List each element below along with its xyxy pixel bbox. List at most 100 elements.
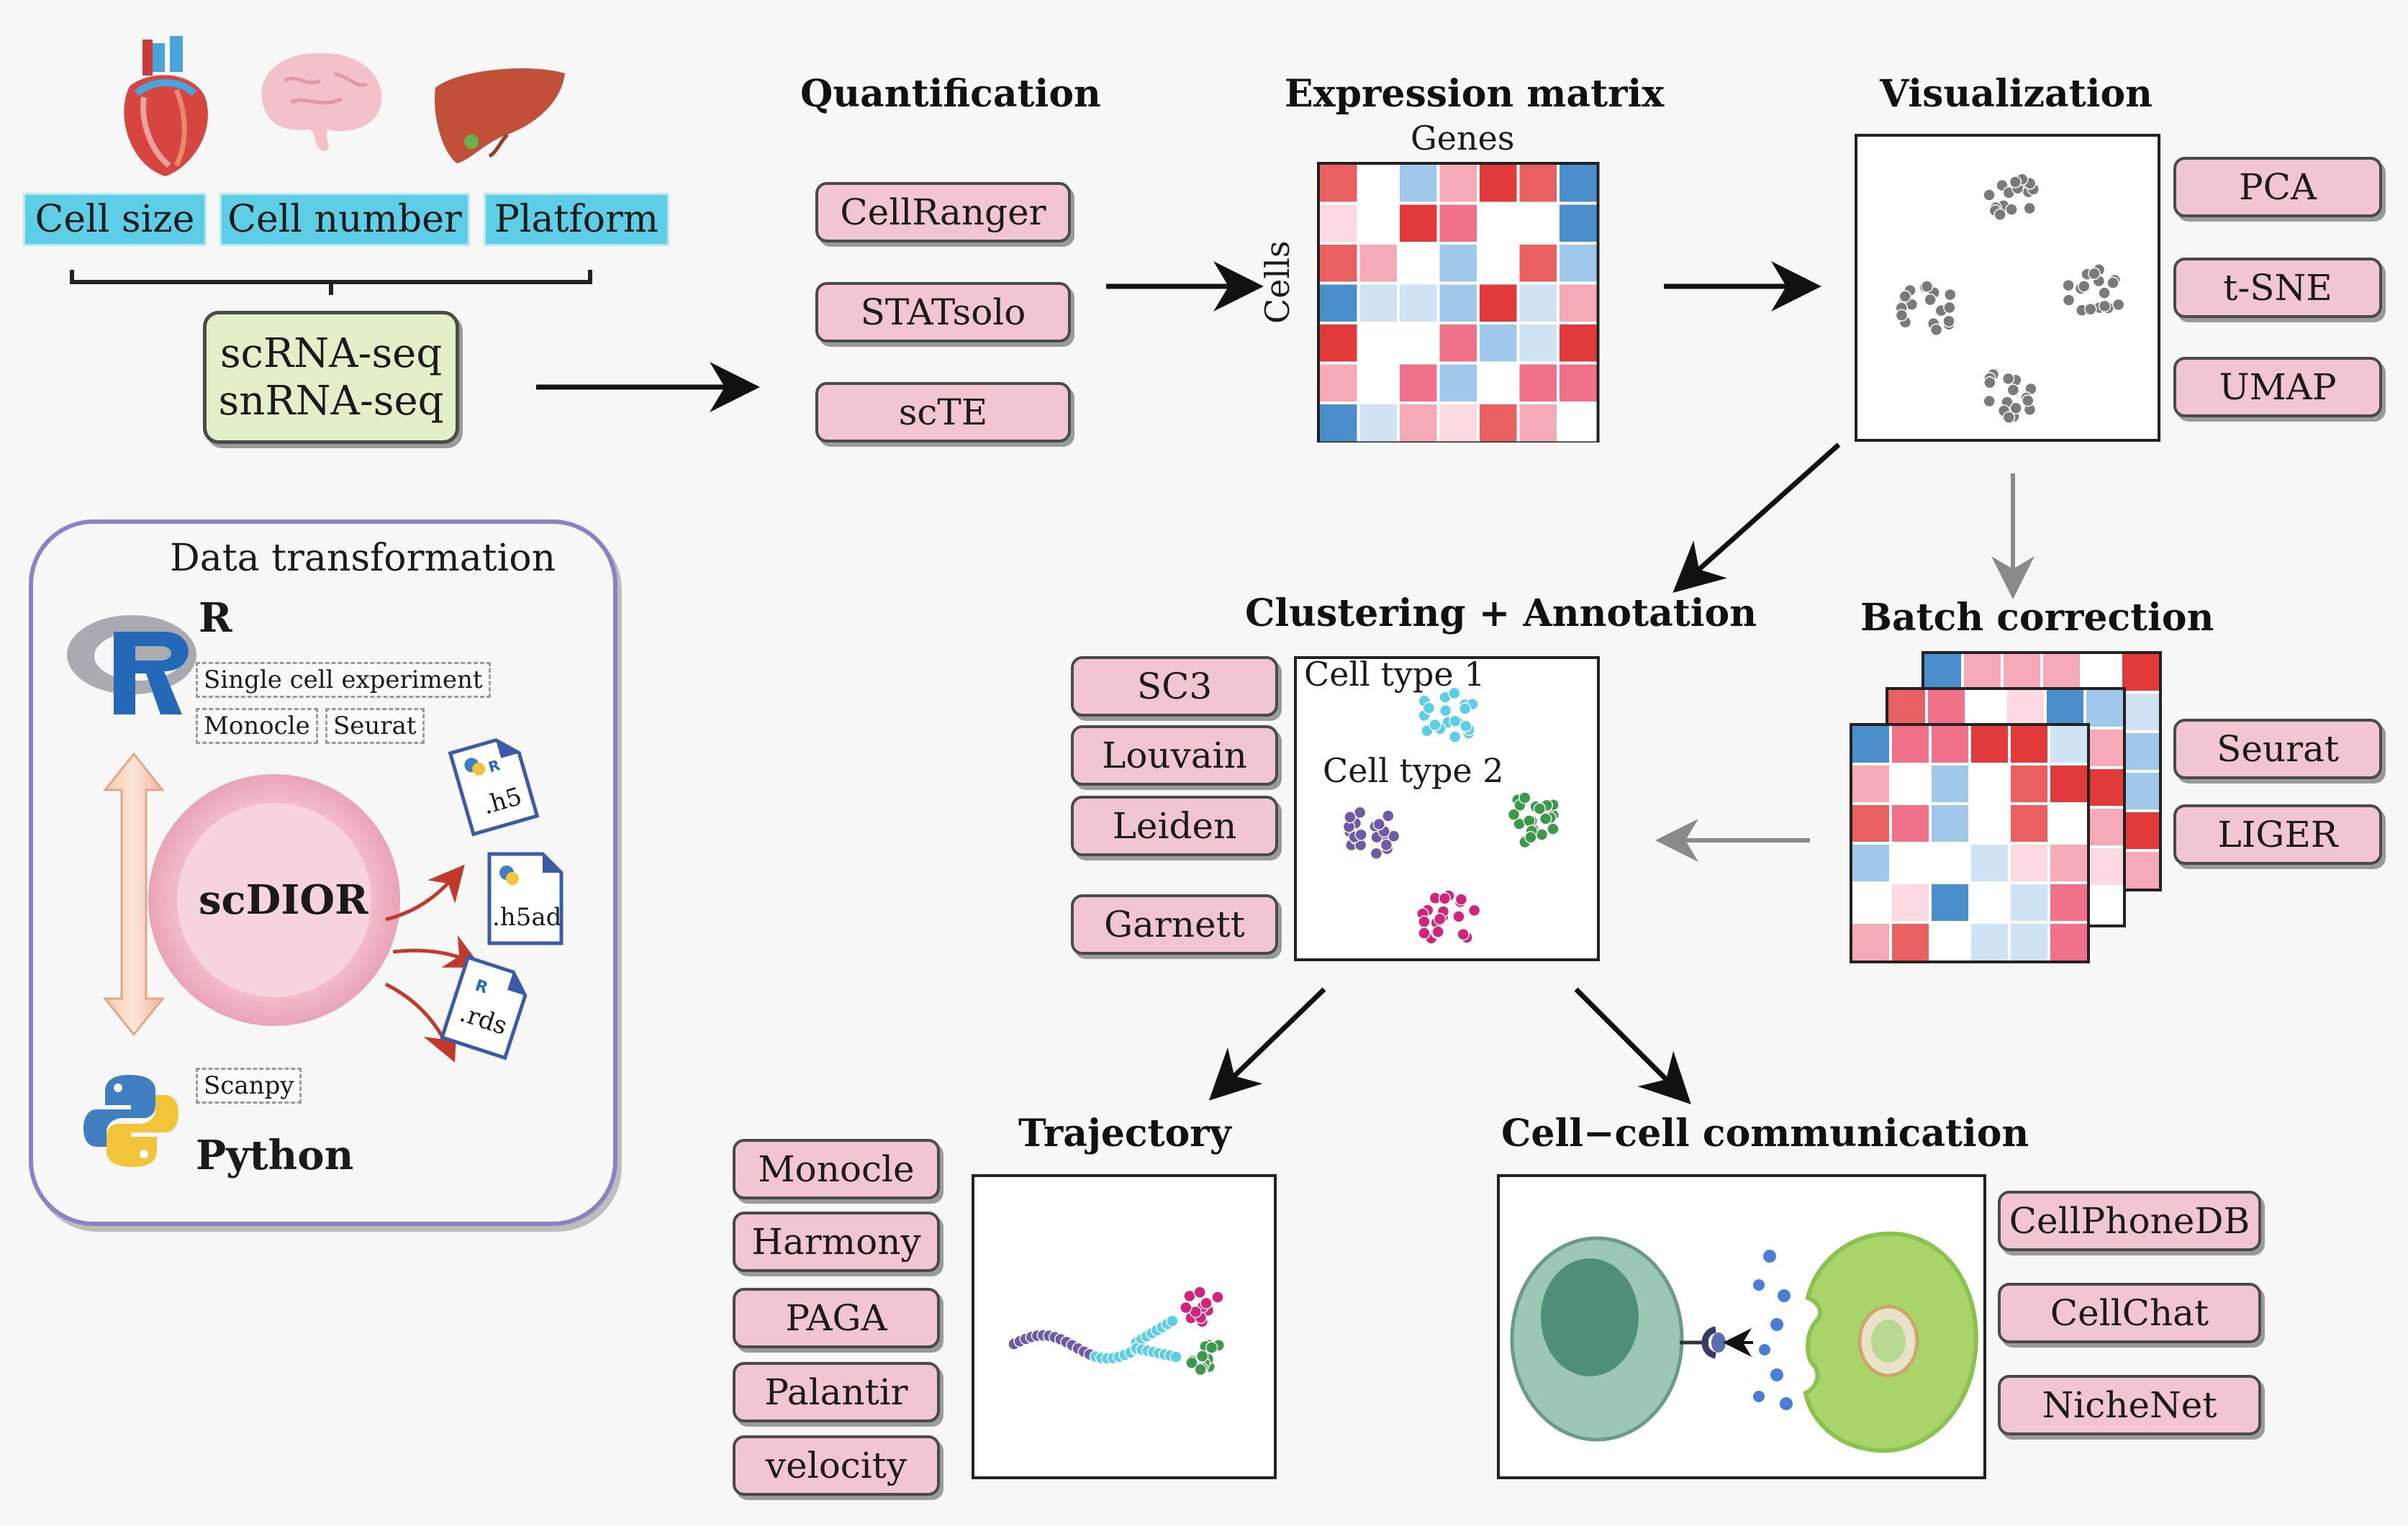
dot — [1193, 1286, 1206, 1299]
heatmap-cell — [2122, 733, 2159, 770]
dot — [1439, 704, 1452, 717]
heatmap-cell — [1400, 284, 1437, 322]
heatmap-cell — [1439, 364, 1477, 401]
dot-cluster — [1895, 280, 1957, 337]
heatmap-cell — [1400, 165, 1437, 202]
dot — [1944, 288, 1957, 301]
heatmap-cell — [1560, 165, 1597, 202]
dot — [2084, 303, 2097, 316]
heatmap-cell — [2122, 812, 2159, 849]
heatmap-cell — [1480, 165, 1517, 202]
python-label: Python — [196, 1132, 354, 1179]
data-transformation-title: Data transformation — [170, 537, 556, 580]
dot — [2111, 298, 2125, 312]
dot — [1924, 293, 1937, 306]
heatmap-cell — [2004, 654, 2040, 691]
seq-type-scrna: scRNA-seq — [219, 330, 443, 377]
dot — [1457, 927, 1470, 941]
file-rds-icon: R .rds — [438, 954, 535, 1062]
dot — [2006, 383, 2020, 396]
heatmap-cell — [1359, 284, 1397, 322]
trajectory-title: Trajectory — [1018, 1112, 1231, 1155]
export-arrows — [384, 864, 482, 1063]
attr-platform: Platform — [484, 193, 669, 246]
heatmap-cell — [2086, 690, 2123, 727]
dot-cluster — [1416, 889, 1481, 945]
heatmap-cell — [1560, 284, 1597, 322]
heatmap-cell — [1480, 404, 1517, 442]
heatmap-cell — [2086, 769, 2123, 806]
heatmap-cell — [1439, 324, 1477, 362]
dot — [1194, 1363, 1207, 1376]
format-monocle: Monocle — [196, 708, 318, 744]
dot — [1524, 831, 1537, 844]
heatmap-cell — [1480, 324, 1517, 362]
format-scanpy: Scanpy — [196, 1068, 302, 1104]
heatmap-cell — [1480, 284, 1517, 322]
heatmap-cell — [1932, 884, 1968, 921]
attr-cell-number: Cell number — [219, 193, 470, 246]
r-logo-icon — [67, 615, 196, 714]
heatmap-cell — [1924, 654, 1961, 691]
quantification-title: Quantification — [800, 72, 1101, 116]
receptor — [1701, 1326, 1717, 1359]
dot-cluster — [1982, 368, 2037, 424]
dot — [2005, 203, 2018, 216]
heatmap-cell — [1439, 284, 1477, 322]
dot — [1438, 892, 1452, 905]
heatmap-cell — [1320, 165, 1357, 202]
dot — [1452, 910, 1465, 923]
communication-plot — [1497, 1174, 1986, 1479]
tool-palantir: Palantir — [733, 1362, 940, 1422]
sender-nucleus — [1541, 1258, 1639, 1376]
dot — [1547, 822, 1560, 835]
file-h5ad-label: .h5ad — [492, 903, 562, 932]
tool-monocle: Monocle — [733, 1139, 940, 1199]
communication-title: Cell−cell communication — [1501, 1112, 2029, 1155]
dot — [1344, 811, 1357, 824]
expression-heatmap — [1317, 162, 1600, 442]
seq-type-box: scRNA-seq snRNA-seq — [203, 311, 459, 444]
dot — [2022, 394, 2034, 407]
dot — [1942, 314, 1955, 328]
dot-cluster — [1180, 1286, 1224, 1328]
heatmap-cell — [2007, 690, 2044, 727]
dot — [1433, 912, 1447, 926]
heatmap-cell — [1560, 204, 1597, 242]
heatmap-cell — [2011, 726, 2047, 763]
dot — [1382, 809, 1395, 822]
tool-liger: LIGER — [2173, 804, 2382, 865]
trajectory-dot — [1166, 1314, 1179, 1327]
trajectory-path — [1008, 1286, 1226, 1376]
heatmap-cell — [1888, 690, 1925, 727]
dot — [1448, 686, 1461, 700]
dot — [2009, 176, 2022, 189]
heatmap-cell — [1320, 364, 1357, 401]
visualization-clusters — [1895, 173, 2125, 424]
heatmap-cell — [2050, 726, 2087, 763]
heatmap-cell — [2047, 690, 2083, 727]
matrix-title: Expression matrix — [1285, 72, 1665, 116]
heatmap-cell — [2011, 845, 2047, 881]
heatmap-cell — [1519, 245, 1557, 282]
dot — [1354, 828, 1367, 841]
svg-text:R: R — [473, 976, 490, 997]
heatmap-cell — [2122, 852, 2159, 889]
brace — [70, 270, 592, 295]
dot — [2002, 411, 2016, 424]
dot — [2106, 276, 2119, 289]
tool-statsolo: STATsolo — [815, 282, 1071, 342]
file-h5ad-icon: .h5ad — [486, 851, 564, 946]
heatmap-cell — [1971, 845, 2008, 881]
dot — [1195, 1350, 1209, 1363]
heatmap-cell — [1519, 284, 1557, 322]
tool-paga: PAGA — [733, 1288, 940, 1348]
tool-leiden: Leiden — [1071, 796, 1278, 856]
cell-interaction-illustration — [1510, 1231, 1978, 1453]
heatmap-cell — [1439, 245, 1477, 282]
heatmap-cell — [1928, 690, 1965, 727]
r-label: R — [199, 594, 232, 642]
heatmap-cell — [1439, 404, 1477, 442]
dot — [1518, 791, 1531, 804]
